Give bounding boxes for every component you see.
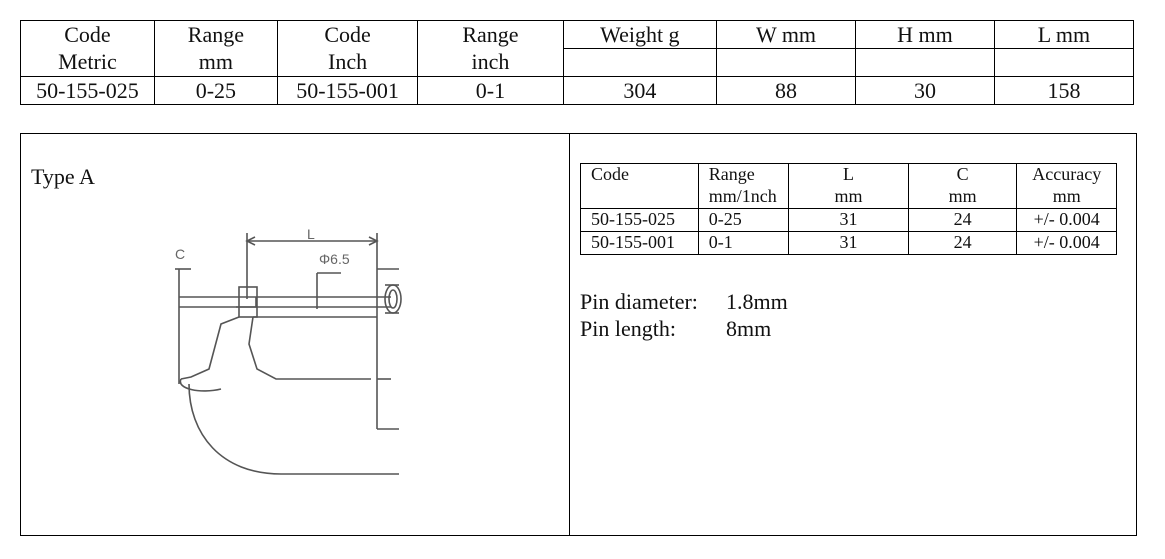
header-cell: Code [20, 20, 155, 49]
header-cell: Code [276, 20, 419, 49]
header-cell: mm/1nch [697, 186, 790, 209]
header-cell [854, 48, 995, 77]
spec-header-row-1: Code Range Code Range Weight g W mm H mm… [20, 20, 1135, 49]
header-cell [580, 186, 699, 209]
table-cell: 0-1 [697, 231, 790, 255]
table-cell: 50-155-025 [580, 208, 699, 232]
table-cell: 304 [562, 76, 718, 105]
header-cell [562, 48, 718, 77]
header-cell: Code [580, 163, 699, 186]
header-cell: Inch [276, 48, 419, 77]
table-cell: 30 [854, 76, 995, 105]
table-cell: 50-155-025 [20, 76, 155, 105]
table-row: 50-155-001 0-1 31 24 +/- 0.004 [580, 231, 1117, 255]
table-cell: 0-25 [697, 208, 790, 232]
panel-divider [569, 134, 570, 535]
table-cell: 24 [907, 208, 1018, 232]
header-cell: mm [153, 48, 278, 77]
table-cell: 0-25 [153, 76, 278, 105]
table-cell: 50-155-001 [580, 231, 699, 255]
table-cell: +/- 0.004 [1016, 208, 1117, 232]
header-cell: Metric [20, 48, 155, 77]
header-cell [716, 48, 856, 77]
table-row: 50-155-025 0-25 31 24 +/- 0.004 [580, 208, 1117, 232]
pin-diameter-row: Pin diameter: 1.8mm [580, 288, 788, 315]
anvil-spec-table: Code Range L C Accuracy mm/1nch mm mm mm… [580, 163, 1117, 255]
header-cell: H mm [854, 20, 995, 49]
dimension-l-label: L [307, 229, 315, 242]
pin-length-row: Pin length: 8mm [580, 315, 788, 342]
header-cell: Range [697, 163, 790, 186]
header-cell: L mm [993, 20, 1135, 49]
table-cell: 24 [907, 231, 1018, 255]
pin-length-value: 8mm [726, 316, 772, 341]
pin-diameter-label: Pin diameter: [580, 289, 698, 314]
spec-header-row-2: Metric mm Inch inch [20, 48, 1135, 77]
product-spec-table: Code Range Code Range Weight g W mm H mm… [20, 20, 1135, 105]
header-cell [993, 48, 1135, 77]
header-cell: W mm [716, 20, 856, 49]
anvil-header-row-2: mm/1nch mm mm mm [580, 186, 1117, 209]
table-cell: 31 [788, 231, 909, 255]
dimension-c-label: C [175, 246, 185, 262]
header-cell: mm [1016, 186, 1117, 209]
header-cell: C [907, 163, 1018, 186]
pin-length-label: Pin length: [580, 316, 676, 341]
pin-info: Pin diameter: 1.8mm Pin length: 8mm [580, 288, 788, 342]
micrometer-anvil-drawing: C L Φ6.5 [175, 229, 402, 475]
table-cell: 88 [716, 76, 856, 105]
table-cell: +/- 0.004 [1016, 231, 1117, 255]
header-cell: inch [417, 48, 564, 77]
table-row: 50-155-025 0-25 50-155-001 0-1 304 88 30… [20, 76, 1135, 105]
header-cell: Range [417, 20, 564, 49]
type-label: Type A [31, 164, 95, 189]
table-cell: 0-1 [417, 76, 564, 105]
header-cell: mm [788, 186, 909, 209]
header-cell: mm [907, 186, 1018, 209]
diameter-label: Φ6.5 [319, 251, 350, 267]
header-cell: Range [153, 20, 278, 49]
table-cell: 31 [788, 208, 909, 232]
header-cell: Weight g [562, 20, 718, 49]
anvil-header-row-1: Code Range L C Accuracy [580, 163, 1117, 186]
table-cell: 50-155-001 [276, 76, 419, 105]
table-cell: 158 [993, 76, 1135, 105]
header-cell: L [788, 163, 909, 186]
header-cell: Accuracy [1016, 163, 1117, 186]
pin-diameter-value: 1.8mm [726, 289, 788, 314]
type-a-panel: Type A [20, 133, 1137, 536]
